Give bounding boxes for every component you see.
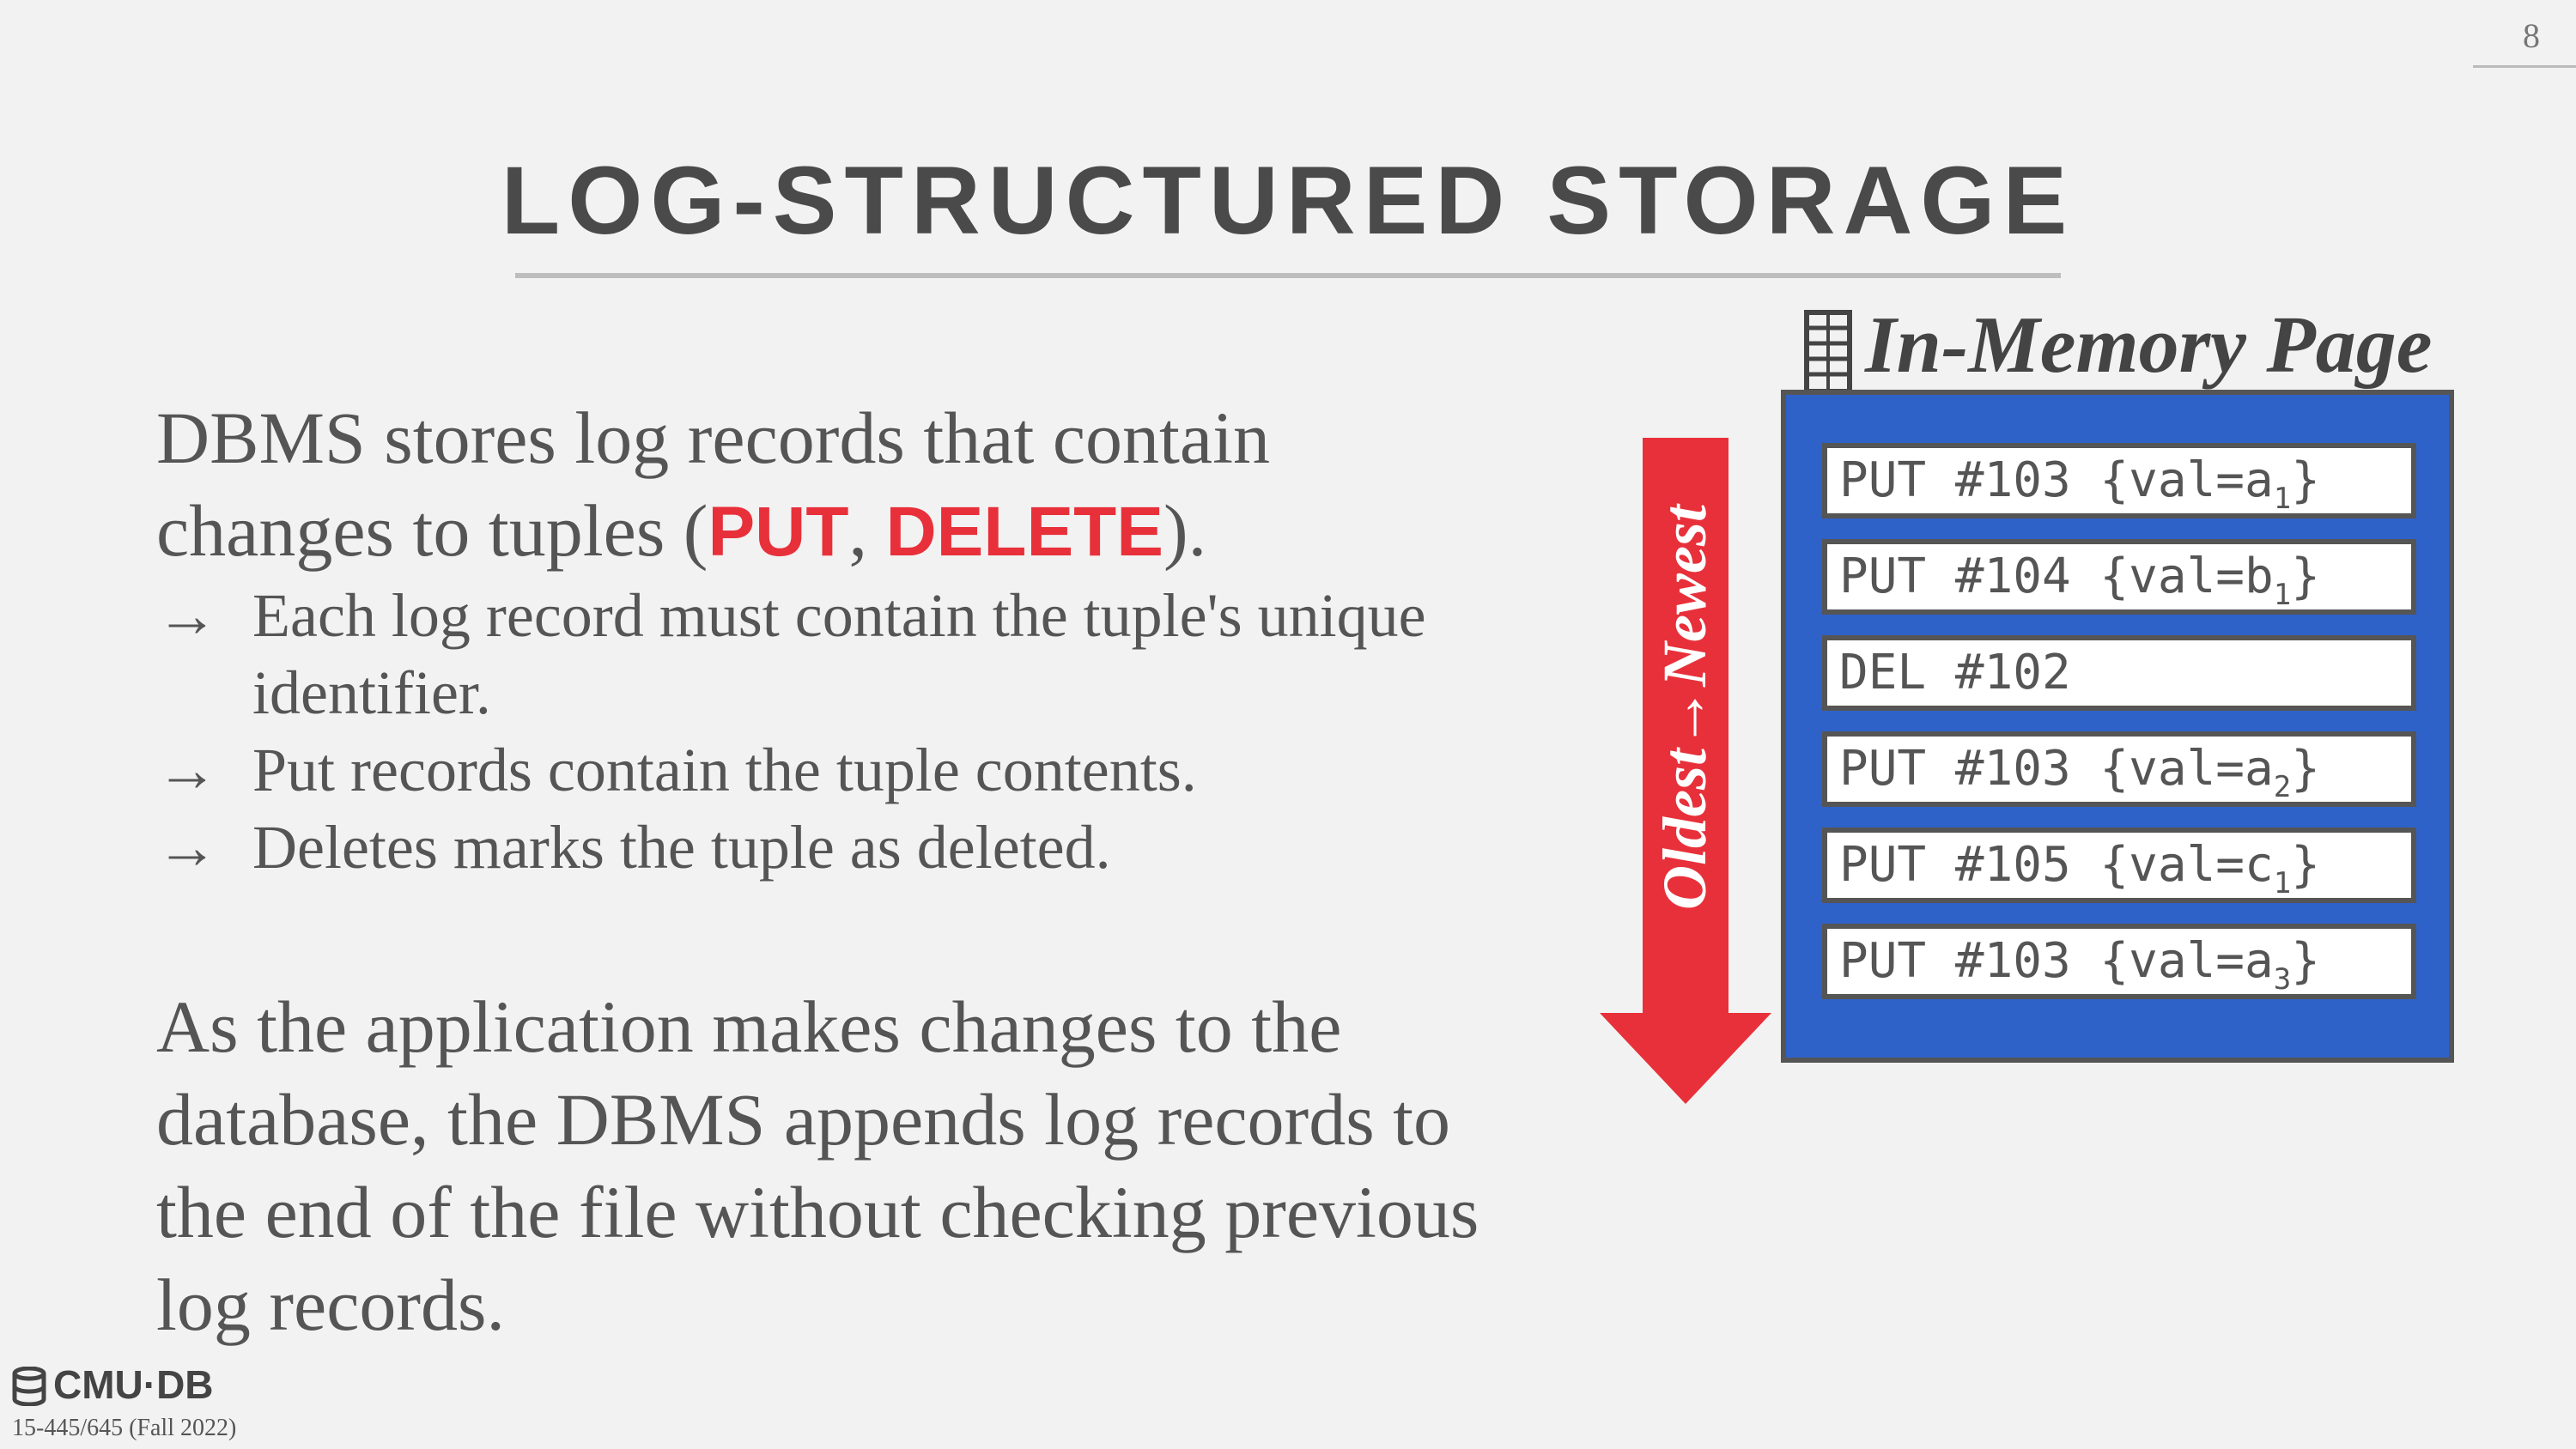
- record-text: PUT #103 {val=a: [1839, 933, 2274, 989]
- log-record: PUT #105 {val=c1}: [1822, 828, 2416, 903]
- keyword-delete: DELETE: [885, 493, 1163, 571]
- log-record: PUT #103 {val=a3}: [1822, 924, 2416, 999]
- record-version: 1: [2273, 866, 2292, 900]
- bullet-text: Put records contain the tuple contents.: [252, 736, 1197, 804]
- log-record: PUT #103 {val=a2}: [1822, 731, 2416, 807]
- in-memory-page-label: In-Memory Page: [1803, 294, 2433, 397]
- record-close: }: [2291, 837, 2320, 893]
- memory-chip-icon: [1804, 310, 1852, 394]
- record-text: DEL #102: [1839, 645, 2071, 700]
- record-close: }: [2291, 452, 2320, 508]
- record-text: PUT #103 {val=a: [1839, 452, 2274, 508]
- cmu-db-logo: CMU·DB: [12, 1361, 214, 1408]
- keyword-put: PUT: [708, 493, 849, 571]
- bullet-arrow: →: [156, 736, 218, 804]
- paragraph1-text: DBMS stores log records that contain cha…: [156, 397, 1270, 572]
- record-version: 1: [2273, 578, 2292, 612]
- record-close: }: [2291, 741, 2320, 797]
- bullet-arrow: →: [156, 581, 218, 650]
- order-label: Oldest→Newest: [1650, 505, 1719, 910]
- slide-title: LOG-STRUCTURED STORAGE: [501, 147, 2075, 254]
- record-close: }: [2291, 933, 2320, 989]
- page-label-text: In-Memory Page: [1865, 300, 2433, 390]
- log-record: PUT #104 {val=b1}: [1822, 539, 2416, 615]
- record-version: 2: [2273, 770, 2292, 804]
- record-version: 1: [2273, 482, 2292, 516]
- paragraph-append: As the application makes changes to the …: [156, 985, 1479, 1346]
- page-number-rule: [2473, 65, 2576, 68]
- log-record: PUT #103 {val=a1}: [1822, 443, 2416, 518]
- paragraph-log-records: DBMS stores log records that contain cha…: [156, 391, 1496, 579]
- database-icon: [12, 1367, 46, 1406]
- bullet-unique-identifier: → Each log record must contain the tuple…: [156, 577, 1444, 731]
- record-text: PUT #105 {val=c: [1839, 837, 2274, 893]
- title-underline: [515, 273, 2061, 278]
- record-text: PUT #104 {val=b: [1839, 549, 2274, 604]
- down-arrow-icon: [1600, 438, 1771, 1104]
- logo-text: CMU·DB: [53, 1362, 214, 1407]
- record-text: PUT #103 {val=a: [1839, 741, 2274, 797]
- paragraph1-separator: ,: [848, 489, 886, 572]
- bullet-deletes: → Deletes marks the tuple as deleted.: [156, 809, 1444, 886]
- in-memory-page: PUT #103 {val=a1} PUT #104 {val=b1} DEL …: [1781, 390, 2454, 1063]
- bullet-text: Deletes marks the tuple as deleted.: [252, 813, 1111, 882]
- course-label: 15-445/645 (Fall 2022): [12, 1415, 237, 1441]
- record-version: 3: [2273, 962, 2292, 997]
- bullet-arrow: →: [156, 813, 218, 882]
- record-close: }: [2291, 549, 2320, 604]
- page-number: 8: [2523, 16, 2540, 55]
- bullet-put-records: → Put records contain the tuple contents…: [156, 731, 1444, 809]
- bullet-text: Each log record must contain the tuple's…: [252, 581, 1426, 727]
- paragraph1-close: ).: [1163, 489, 1207, 572]
- log-record: DEL #102: [1822, 635, 2416, 711]
